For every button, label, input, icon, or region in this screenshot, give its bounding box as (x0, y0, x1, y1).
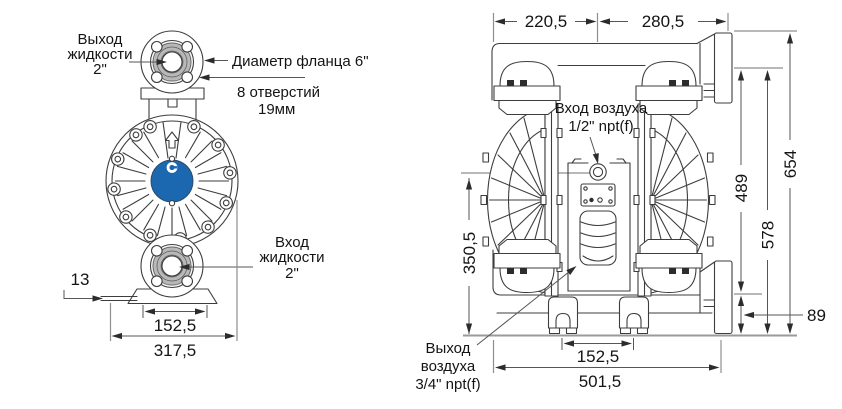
graco-logo-icon (166, 162, 178, 173)
dim-overall-width-501: 501,5 (492, 340, 722, 391)
air-valve-section (567, 158, 631, 292)
bolt-holes-line1: 8 отверстий (237, 84, 320, 101)
dim-152-front-text: 152,5 (154, 316, 197, 335)
dim-280-text: 280,5 (642, 12, 685, 31)
bolt-holes-label: 8 отверстий 19мм (199, 74, 320, 118)
fluid-outlet-label: Выход жидкости 2" (68, 31, 167, 78)
dim-152-side-text: 152,5 (577, 347, 620, 366)
side-view-drawing: 220,5 280,5 Вход воздуха 1/2" npt(f) 350… (415, 12, 826, 393)
air-inlet-port (589, 163, 607, 181)
fluid-outlet-line1: Выход (78, 31, 123, 48)
front-view-drawing: Выход жидкости 2" Диаметр фланца 6" 8 от… (63, 31, 369, 360)
valve-plate (580, 183, 616, 207)
top-manifold (491, 33, 716, 101)
dim-base-plate-13: 13 (63, 270, 103, 302)
dim-foot-spacing-152: 152,5 (561, 338, 634, 366)
dim-top-widths: 220,5 280,5 (492, 12, 729, 42)
muffler (579, 210, 617, 266)
dim-13-text: 13 (71, 270, 90, 289)
flow-direction-arrow-icon (164, 131, 180, 149)
dim-flange-to-base-89: 89 (737, 295, 826, 334)
dim-220-text: 220,5 (525, 12, 568, 31)
dim-port-spacing-152: 152,5 (142, 305, 208, 335)
dim-89-text: 89 (807, 306, 826, 325)
air-inlet-line1: Вход воздуха (555, 100, 648, 117)
pump-body-front (105, 114, 239, 248)
fluid-inlet-line1: Вход (275, 234, 309, 251)
dim-654-text: 654 (781, 150, 800, 178)
dim-317-text: 317,5 (154, 341, 197, 360)
dim-right-heights: 489 578 654 (732, 30, 800, 334)
fluid-outlet-line3: 2" (93, 61, 107, 78)
air-inlet-label: Вход воздуха 1/2" npt(f) (555, 100, 648, 165)
air-exhaust-label: Выход воздуха 3/4" npt(f) (415, 263, 579, 393)
outlet-flange-side (713, 32, 733, 104)
flange-diameter-label: Диаметр фланца 6" (204, 53, 369, 70)
air-exhaust-line2: воздуха (421, 358, 476, 375)
air-inlet-line2: 1/2" npt(f) (568, 118, 633, 135)
right-foot (618, 296, 650, 335)
dim-overall-width-317: 317,5 (109, 200, 238, 360)
right-chamber-assembly (633, 60, 716, 297)
bolt-holes-line2: 19мм (258, 101, 295, 118)
inlet-flange-side (713, 260, 733, 335)
flange-diameter-text: Диаметр фланца 6" (232, 53, 369, 70)
fluid-outlet-line2: жидкости (68, 46, 133, 63)
fluid-inlet-flange (141, 235, 203, 297)
dim-inlet-height-350: 350,5 (460, 178, 479, 334)
left-foot (547, 296, 579, 335)
fluid-inlet-line2: жидкости (260, 249, 325, 266)
dim-578-text: 578 (759, 221, 778, 249)
air-exhaust-line3: 3/4" npt(f) (415, 376, 480, 393)
fluid-inlet-label: Вход жидкости 2" (179, 234, 325, 282)
dim-489-text: 489 (732, 174, 751, 202)
fluid-inlet-line3: 2" (285, 265, 299, 282)
dim-350-text: 350,5 (460, 232, 479, 275)
air-exhaust-line1: Выход (426, 340, 471, 357)
bottom-manifold (492, 249, 716, 314)
dim-501-text: 501,5 (579, 372, 622, 391)
